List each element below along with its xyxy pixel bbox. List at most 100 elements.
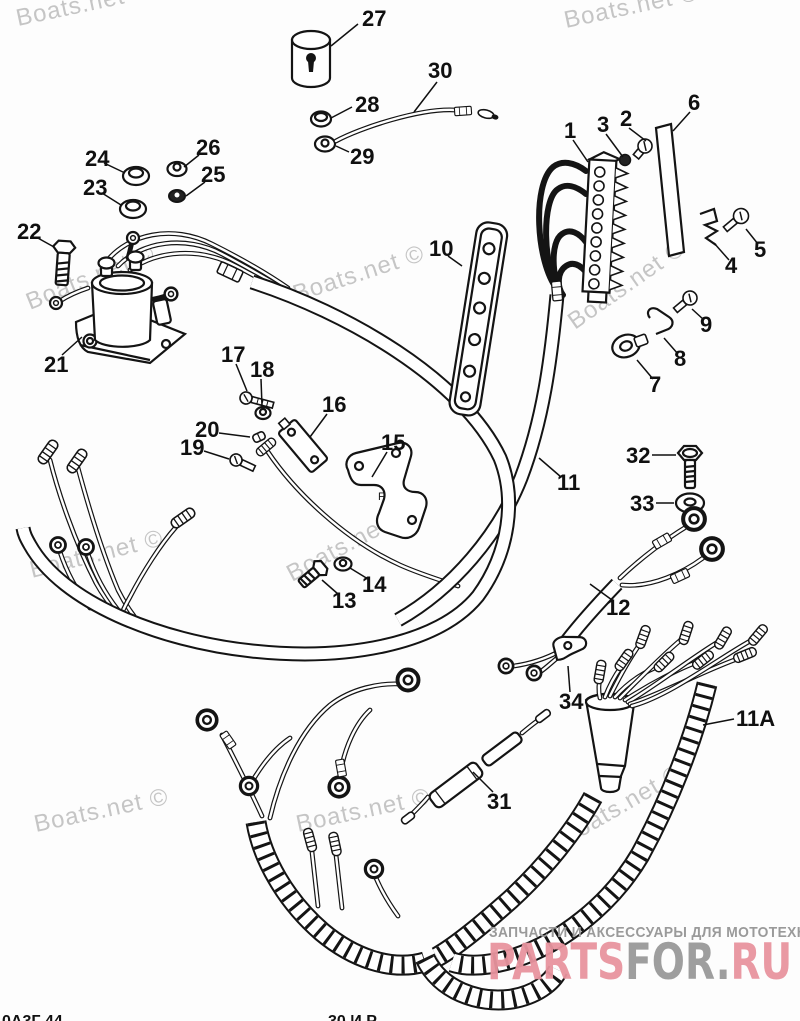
callout-21: 21 — [44, 352, 68, 377]
callout-19: 19 — [180, 435, 204, 460]
brand-for: FOR. — [625, 933, 731, 991]
clip-34 — [552, 635, 588, 661]
nut-3 — [618, 153, 632, 167]
callout-18: 18 — [250, 357, 274, 382]
spiral-harness-boot-tail — [431, 791, 603, 967]
screw-19 — [229, 453, 257, 473]
callout-27: 27 — [362, 6, 386, 31]
callout-10: 10 — [429, 236, 453, 261]
svg-text:F: F — [378, 491, 385, 503]
nut-28 — [309, 110, 333, 128]
callout-13: 13 — [332, 588, 356, 613]
nut-23 — [118, 198, 148, 220]
callout-12: 12 — [606, 595, 630, 620]
callout-22: 22 — [17, 219, 41, 244]
callout-23: 23 — [83, 175, 107, 200]
callout-9: 9 — [700, 312, 712, 337]
cutoff-text-left: 0А3Г 44 — [2, 1013, 63, 1021]
callout-3: 3 — [597, 112, 609, 137]
terminal-tabs — [609, 167, 630, 291]
lead-31 — [400, 708, 552, 825]
watermark-text: Boats.net © — [562, 0, 701, 34]
ring-terminal — [49, 536, 67, 554]
clip-4 — [699, 207, 720, 246]
callout-28: 28 — [355, 92, 379, 117]
callout-6: 6 — [688, 90, 700, 115]
brand-parts: PARTS — [487, 933, 626, 991]
harness-11a-boot — [584, 692, 636, 794]
insulator-strip — [654, 122, 686, 258]
cutoff-text-center: 30 И Р — [328, 1013, 377, 1021]
callout-31: 31 — [487, 789, 511, 814]
callout-7: 7 — [649, 372, 661, 397]
partsfor-watermark: PARTSFOR.RU — [487, 933, 792, 991]
clamp-7 — [611, 333, 649, 359]
callout-29: 29 — [350, 144, 374, 169]
spacer-20 — [252, 431, 266, 443]
bolt-32 — [676, 444, 704, 490]
harness-11a-leads — [592, 619, 770, 709]
jumper-wire-30 — [333, 105, 499, 144]
callout-33: 33 — [630, 491, 654, 516]
watermark-text: Boats.net © — [14, 0, 153, 32]
ring-terminal — [77, 538, 95, 556]
callout-15: 15 — [381, 430, 405, 455]
bottom-left-leads — [195, 667, 421, 919]
nut-14 — [333, 556, 353, 572]
cap-cylinder — [290, 29, 332, 89]
callout-8: 8 — [674, 346, 686, 371]
bolt-13 — [297, 559, 329, 589]
callout-30: 30 — [428, 58, 452, 83]
watermark-text: Boats.net © — [294, 783, 433, 838]
callout-11a: 11A — [736, 706, 775, 731]
solenoid — [74, 250, 188, 365]
spiral-harness-bottom-left — [245, 820, 428, 976]
callout-25: 25 — [201, 162, 225, 187]
terminal-block-assembly — [536, 138, 653, 304]
supplier-watermark-text: ЗАПЧАСТИ И АКСЕССУАРЫ ДЛЯ МОТОТЕХНИКИ — [489, 924, 800, 941]
screw-9 — [672, 290, 698, 314]
callout-17: 17 — [221, 342, 245, 367]
callout-11: 11 — [557, 470, 580, 495]
cutoff-text-right: · · · · · · — [536, 1016, 589, 1021]
ring-terminal — [125, 230, 141, 246]
drawing: F — [15, 6, 775, 1011]
ring-terminal — [48, 295, 64, 311]
bracket-plate-15: F — [345, 441, 428, 540]
harness-ferrule — [550, 280, 564, 302]
watermark-text: Boats.net © — [32, 783, 171, 838]
screw-5 — [722, 207, 750, 233]
terminal-block — [581, 150, 630, 304]
bolt-22 — [51, 239, 77, 287]
callout-24: 24 — [85, 146, 110, 171]
mounting-bracket — [448, 221, 509, 417]
screw-2 — [632, 138, 653, 161]
callout-14: 14 — [362, 572, 387, 597]
nut-26 — [166, 160, 188, 178]
callout-4: 4 — [725, 253, 738, 278]
bullet-connector — [168, 505, 198, 531]
callout-1: 1 — [564, 118, 576, 143]
bullet-connector — [64, 446, 90, 476]
callout-34: 34 — [559, 689, 584, 714]
callout-2: 2 — [620, 106, 632, 131]
switch-lead-wire — [265, 449, 461, 589]
callout-32: 32 — [626, 443, 650, 468]
callout-5: 5 — [754, 237, 766, 262]
screw-17 — [239, 391, 275, 410]
callout-16: 16 — [322, 392, 346, 417]
switch-16 — [254, 417, 329, 473]
nut-29 — [313, 135, 337, 153]
callout-20: 20 — [195, 417, 219, 442]
nut-18 — [254, 405, 272, 421]
callout-26: 26 — [196, 135, 220, 160]
spiral-harness-right — [448, 681, 718, 976]
terminal-screws — [588, 166, 606, 290]
nut-25 — [168, 189, 186, 203]
nut-24 — [121, 165, 151, 187]
harness-branch-tube — [394, 294, 565, 627]
callouts: 27 28 29 30 1 3 2 6 24 26 23 25 22 21 10… — [17, 6, 775, 814]
clip-8 — [646, 307, 674, 336]
